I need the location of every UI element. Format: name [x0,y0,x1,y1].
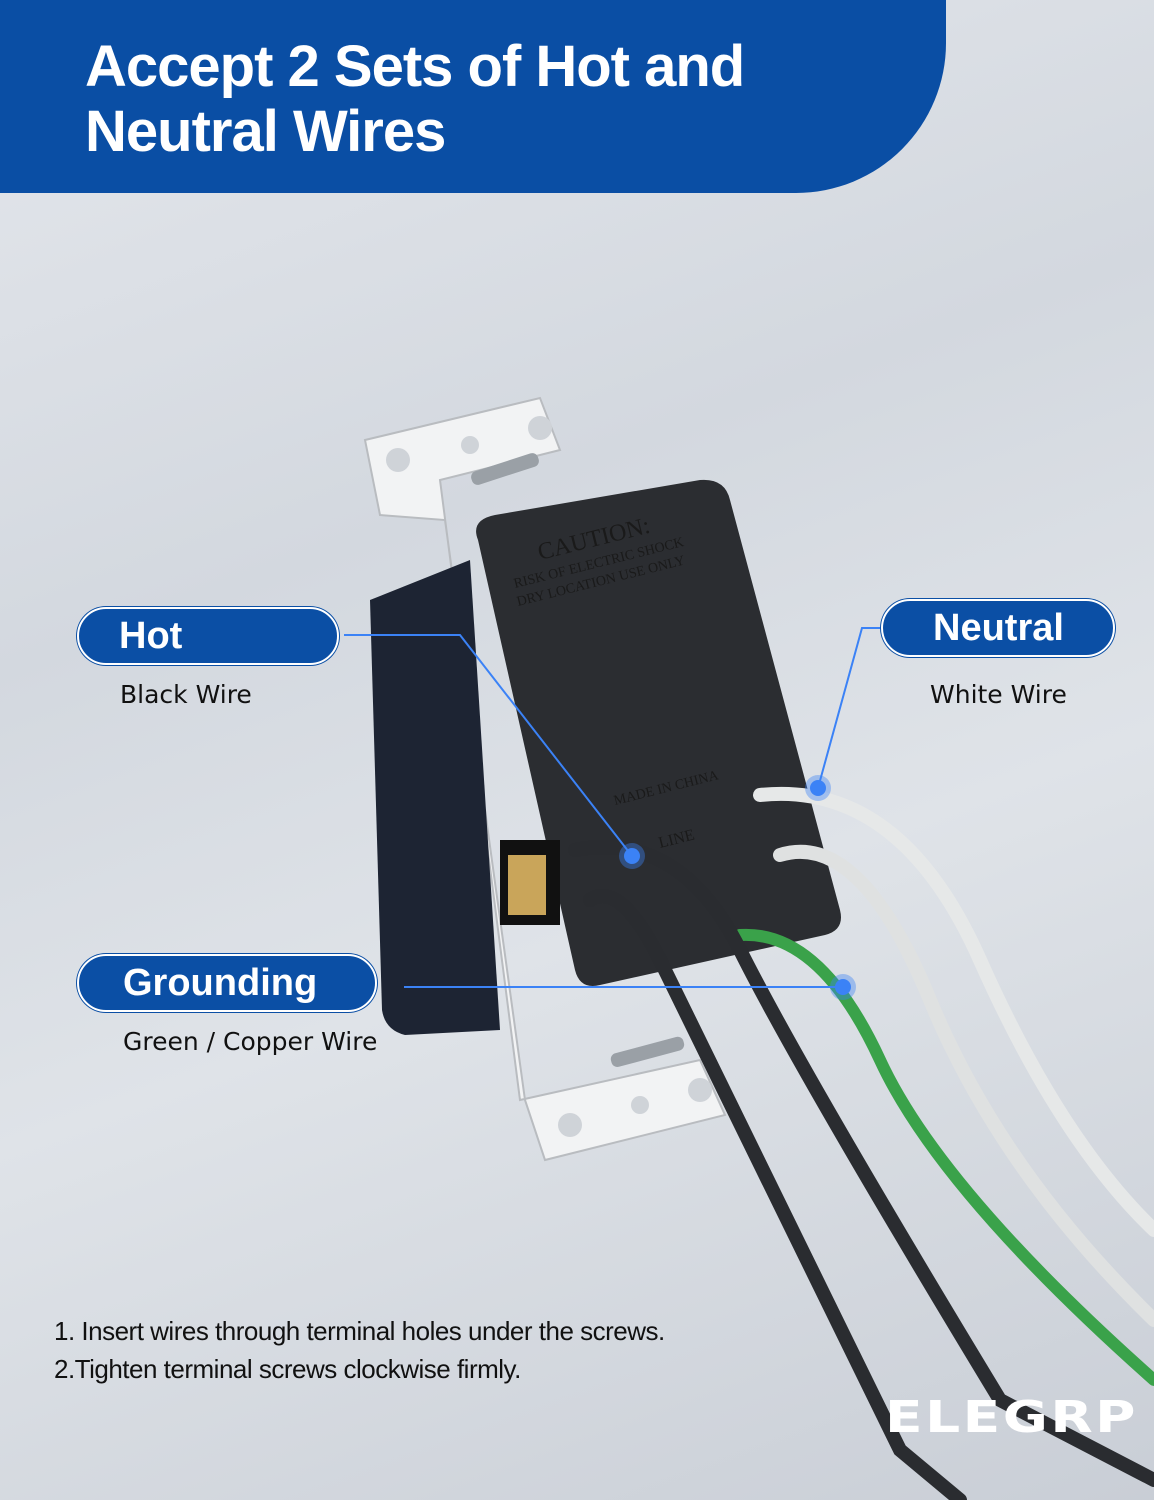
ground-wire [734,928,1154,1386]
instruction-2: 2.Tighten terminal screws clockwise firm… [54,1354,521,1384]
hot-wire-2 [583,889,967,1500]
neutral-wire-1 [753,786,1154,1237]
page-title: Accept 2 Sets of Hot and Neutral Wires [85,34,745,164]
instruction-1: 1. Insert wires through terminal holes u… [54,1316,665,1346]
neutral-label: Neutral [881,599,1115,657]
leader-lines [344,627,882,988]
ground-marker-dot [835,979,851,995]
neutral-marker-dot [810,780,826,796]
neutral-wire-2 [773,844,1154,1327]
hot-sublabel: Black Wire [120,680,252,709]
mounting-strap [363,396,727,1162]
brand-logo: ELEGRP [885,1392,1139,1443]
wires [568,786,1154,1500]
grounding-sublabel: Green / Copper Wire [123,1027,378,1056]
hot-marker-dot [624,848,640,864]
title-line-2: Neutral Wires [85,99,446,164]
grounding-label: Grounding [77,954,377,1012]
outlet-body: CAUTION: RISK OF ELECTRIC SHOCK DRY LOCA… [370,479,841,1035]
hot-wire-1 [568,840,1154,1487]
neutral-sublabel: White Wire [930,680,1067,709]
header-banner [0,0,946,193]
hot-label: Hot [77,607,339,665]
title-line-1: Accept 2 Sets of Hot and [85,34,745,99]
